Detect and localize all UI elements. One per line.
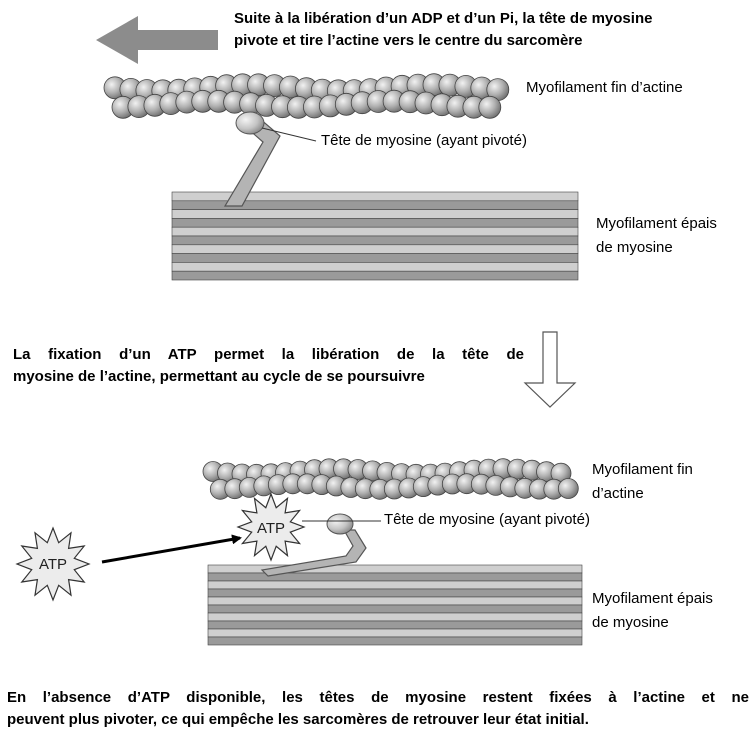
thick-filament-stripe — [171, 244, 579, 254]
step2-atp: ATP — [167, 346, 197, 363]
step1-pi: Pi — [499, 10, 515, 27]
actin-filament-top — [103, 73, 510, 119]
conclusion-text: En l’absence d’ATP disponible, les têtes… — [7, 687, 749, 731]
actin-filament-bottom — [202, 458, 579, 500]
thick-label-bottom-line1: Myofilament épais — [592, 590, 713, 607]
conclusion-atp: ATP — [141, 689, 170, 706]
step2-line2: myosine de l’actine, permettant au cycle… — [13, 368, 425, 385]
step1-text-part: Suite à la libération d’un — [234, 10, 411, 27]
myosin-head-top — [235, 111, 265, 135]
conclusion-text-part: En l’absence d’ — [7, 689, 142, 706]
thick-filament-stripe — [171, 235, 579, 246]
actin-bead — [557, 478, 579, 499]
conclusion-text-part: disponible, les têtes de myosine restent… — [169, 689, 749, 706]
thick-filament-stripe — [207, 628, 583, 638]
step2-text-part: La fixation d’un — [13, 346, 168, 363]
myosin-head-label-top: Tête de myosine (ayant pivoté) — [321, 132, 527, 149]
step2-text: La fixation d’un ATP permet la libératio… — [13, 344, 524, 388]
direction-arrow-down — [523, 331, 577, 408]
atp-free-label: ATP — [39, 556, 67, 573]
actin-label-top: Myofilament fin d’actine — [526, 79, 683, 96]
step1-adp: ADP — [410, 10, 443, 27]
thick-filament-stripe — [171, 262, 579, 272]
thick-filament-stripe — [171, 218, 579, 228]
thick-filament-stripe — [207, 636, 583, 646]
actin-bead — [478, 95, 502, 119]
thick-filament-stripe — [171, 253, 579, 263]
thick-filament-top — [171, 191, 579, 281]
step1-text-part: , la tête de myosine — [514, 10, 653, 27]
atp-bound-label: ATP — [257, 520, 285, 537]
actin-label-bottom: Myofilament fin d’actine — [592, 458, 693, 506]
thick-label-bottom-line2: de myosine — [592, 614, 669, 631]
thick-filament-stripe — [171, 270, 579, 281]
thick-filament-stripe — [207, 612, 583, 622]
thick-label-top-line1: Myofilament épais — [596, 215, 717, 232]
thick-filament-stripe — [171, 226, 579, 237]
thick-filament-stripe — [207, 596, 583, 606]
atp-starburst-free — [15, 526, 91, 602]
atp-binding-arrow — [101, 534, 242, 564]
thick-filament-label-bottom: Myofilament épais de myosine — [592, 587, 713, 635]
step1-text: Suite à la libération d’un ADP et d’un P… — [234, 8, 652, 52]
thick-label-top-line2: de myosine — [596, 239, 673, 256]
thick-filament-stripe — [207, 620, 583, 630]
leader-head-top — [261, 127, 317, 142]
conclusion-line2: peuvent plus pivoter, ce qui empêche les… — [7, 711, 589, 728]
thick-filament-label-top: Myofilament épais de myosine — [596, 212, 717, 260]
direction-arrow-left — [96, 16, 218, 64]
actin-label-bottom-line2: d’actine — [592, 485, 644, 502]
thick-filament-stripe — [207, 572, 583, 582]
actin-label-bottom-line1: Myofilament fin — [592, 461, 693, 478]
myosin-head-bottom — [326, 513, 354, 535]
thick-filament-stripe — [207, 604, 583, 614]
thick-filament-stripe — [171, 209, 579, 219]
thick-filament-bottom — [207, 564, 583, 646]
step1-text-part: et d’un — [442, 10, 500, 27]
step1-line2: pivote et tire l’actine vers le centre d… — [234, 32, 583, 49]
step2-text-part: permet la libération de la tête de — [196, 346, 524, 363]
thick-filament-stripe — [207, 580, 583, 590]
atp-starburst-bound — [236, 492, 306, 562]
thick-filament-stripe — [207, 588, 583, 598]
myosin-head-label-bottom: Tête de myosine (ayant pivoté) — [384, 511, 590, 528]
